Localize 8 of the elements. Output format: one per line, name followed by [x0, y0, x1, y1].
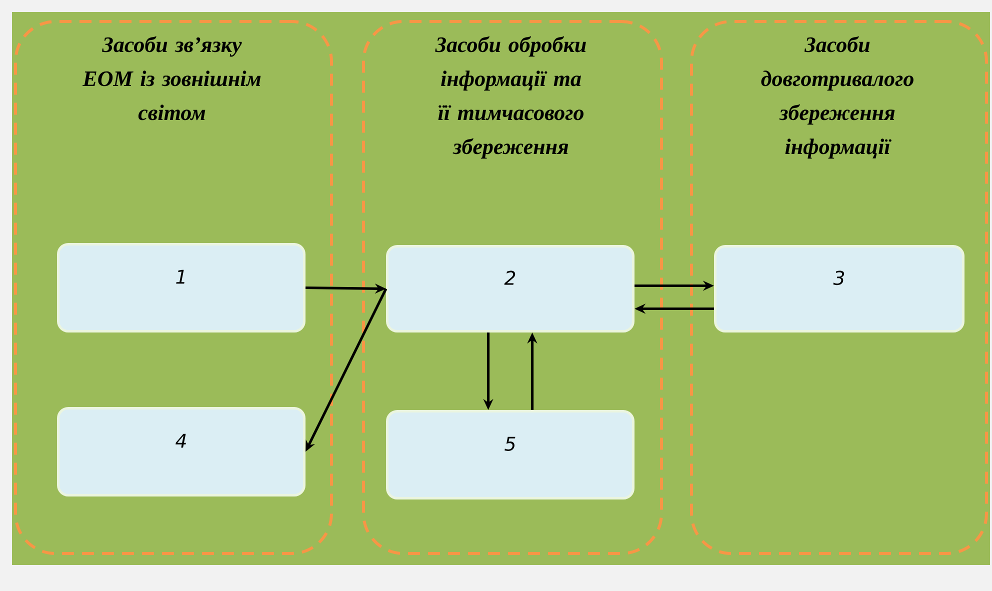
group-heading: Засоби зв’язку ЕОМ із зовнішнім світом: [82, 36, 261, 120]
process-box: 2: [386, 245, 634, 332]
process-box: 3: [714, 245, 965, 332]
group-heading: Засоби обробки інформації та її тимчасового збереження: [435, 36, 586, 159]
process-box: 1: [57, 243, 306, 332]
process-box: 4: [57, 407, 306, 496]
process-box: 5: [386, 410, 634, 500]
group-heading: Засоби довготривалого збереження інформації: [761, 36, 914, 159]
